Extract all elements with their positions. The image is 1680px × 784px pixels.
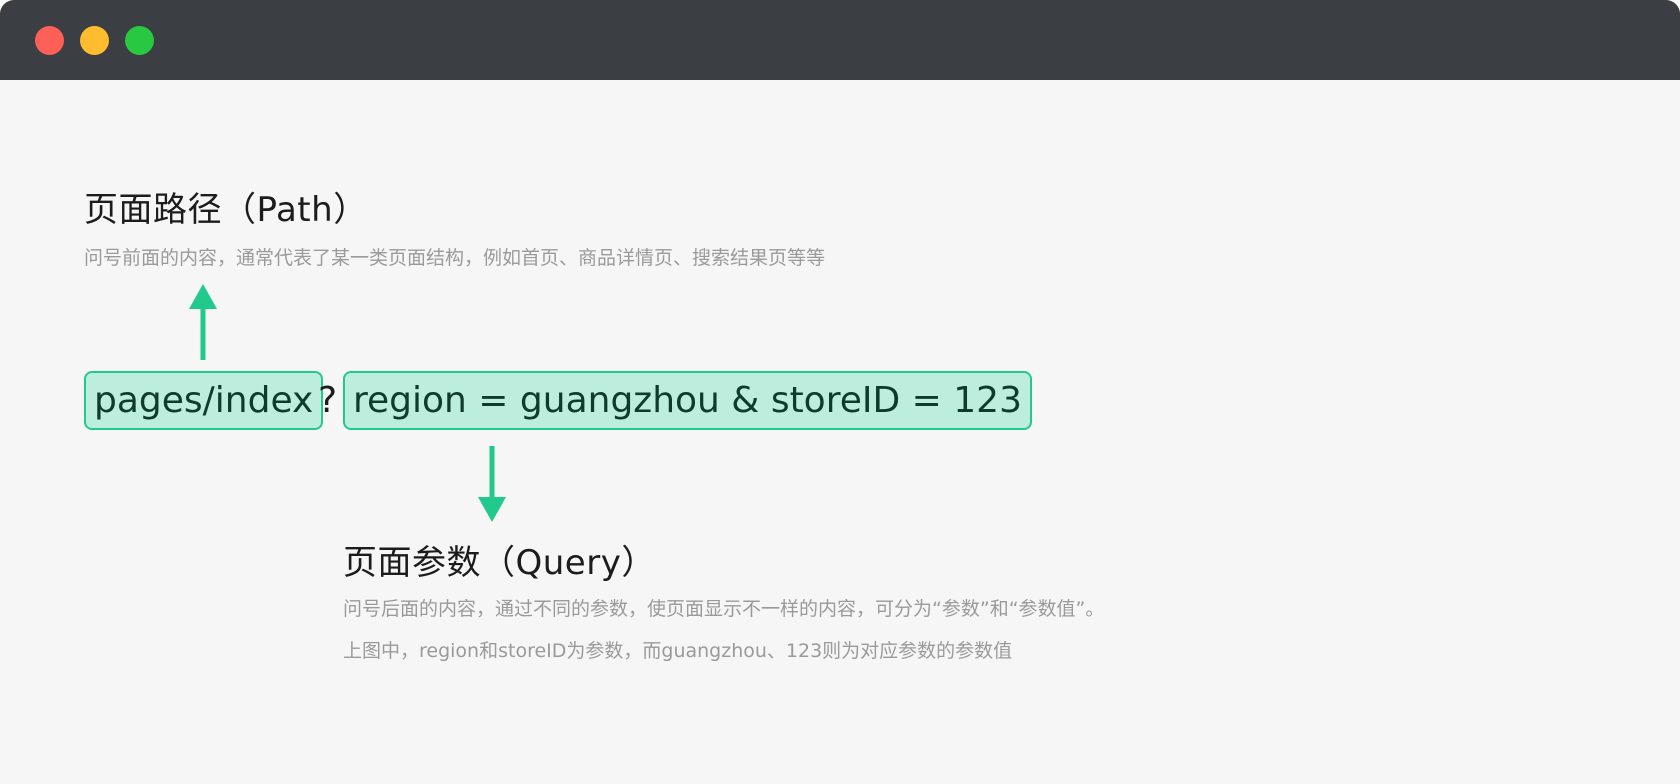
- query-segment-box: region = guangzhou & storeID = 123: [343, 371, 1032, 430]
- query-separator: ?: [318, 380, 338, 421]
- maximize-window-button[interactable]: [125, 26, 154, 55]
- query-example-note: 上图中，region和storeID为参数，而guangzhou、123则为对应…: [343, 640, 1013, 662]
- query-heading: 页面参数（Query）: [343, 543, 656, 583]
- down-arrow-icon: [478, 446, 506, 522]
- path-description: 问号前面的内容，通常代表了某一类页面结构，例如首页、商品详情页、搜索结果页等等: [84, 247, 826, 269]
- title-bar: [0, 0, 1680, 80]
- minimize-window-button[interactable]: [80, 26, 109, 55]
- path-heading: 页面路径（Path）: [84, 190, 368, 230]
- path-segment-box: pages/index: [84, 371, 324, 430]
- close-window-button[interactable]: [35, 26, 64, 55]
- query-description: 问号后面的内容，通过不同的参数，使页面显示不一样的内容，可分为“参数”和“参数值…: [343, 598, 1105, 620]
- up-arrow-icon: [189, 284, 217, 360]
